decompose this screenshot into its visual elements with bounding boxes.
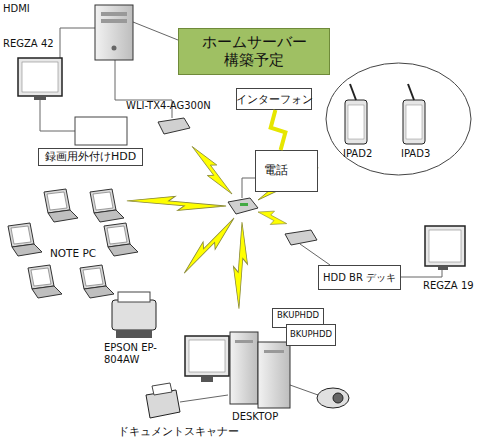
device-box: HDD BR デッキ <box>318 265 401 290</box>
tower-bay <box>264 350 284 353</box>
tablet <box>345 100 367 144</box>
scanner-paper <box>152 383 172 395</box>
node-text: BKUPHDD <box>290 330 332 340</box>
desktop-tower <box>230 332 258 404</box>
wireless-router <box>228 198 258 214</box>
tv-screen <box>18 58 62 96</box>
device-label: NOTE PC <box>50 247 96 259</box>
device-label: REGZA 19 <box>423 280 474 292</box>
backup-box: BKUPHDD <box>286 324 336 346</box>
wireless-hub <box>285 230 317 245</box>
wireless-bridge <box>158 118 190 134</box>
node-text: BKUPHDD <box>277 311 319 321</box>
projector-wire <box>290 385 318 395</box>
monitor <box>185 336 229 376</box>
device-label: REGZA 42 <box>3 38 54 50</box>
tv-wire <box>40 100 75 131</box>
router-light <box>240 203 248 206</box>
printer <box>112 300 156 330</box>
server-bay <box>101 19 127 23</box>
hdd-device <box>75 117 127 145</box>
tablet-screen <box>348 105 364 139</box>
projector <box>317 388 349 408</box>
monitor-stand <box>201 376 213 382</box>
stylus <box>408 84 414 100</box>
device-box: インターフォン <box>236 88 312 110</box>
scanner-wire <box>180 395 228 402</box>
tv-screen <box>425 226 465 266</box>
node-text: 電話 <box>264 164 288 178</box>
node-text: ホームサーバー 構築予定 <box>198 34 310 69</box>
tower-bay <box>235 340 253 343</box>
node-text: IPAD2 <box>343 148 372 160</box>
ellipse-shape <box>326 63 471 175</box>
hub-wire <box>300 244 330 265</box>
device-label: WLI-TX4-AG300N <box>126 100 211 112</box>
printer-tray <box>116 330 152 338</box>
device-label: HDMI <box>3 3 30 15</box>
device-box: 録画用外付けHDD <box>38 148 143 166</box>
tv-stand <box>34 96 46 100</box>
desktop-tower <box>258 342 290 408</box>
server-button <box>112 46 117 51</box>
tv-stand <box>438 266 448 270</box>
server-bay <box>101 12 127 16</box>
device-box: 電話 <box>255 150 318 192</box>
server-wire <box>133 22 178 40</box>
tablet-screen <box>406 105 422 139</box>
tablet <box>403 100 425 144</box>
device-label: EPSON EP-804AW <box>104 342 166 365</box>
tv-panel <box>429 230 461 262</box>
node-text: HDD BR デッキ <box>323 272 396 284</box>
tv-panel <box>22 62 58 92</box>
deck-wire <box>401 270 442 277</box>
phone-wire <box>242 178 255 198</box>
device-label: DESKTOP <box>232 411 278 423</box>
printer-paper <box>118 292 150 302</box>
stylus <box>350 84 356 100</box>
tablet-group: IPAD2 IPAD3 <box>325 62 472 176</box>
node-text: IPAD3 <box>401 148 430 160</box>
monitor-screen <box>189 340 225 372</box>
device-label: ドキュメントスキャナー <box>118 425 239 437</box>
node-text: インターフォン <box>236 93 313 105</box>
node-text: 録画用外付けHDD <box>45 151 136 164</box>
projector-lens <box>333 393 343 403</box>
wireless-link <box>271 110 286 150</box>
document-scanner <box>146 390 180 418</box>
hdmi-wire <box>60 28 95 58</box>
plan-box: ホームサーバー 構築予定 <box>178 28 330 75</box>
server-tower <box>95 5 133 60</box>
